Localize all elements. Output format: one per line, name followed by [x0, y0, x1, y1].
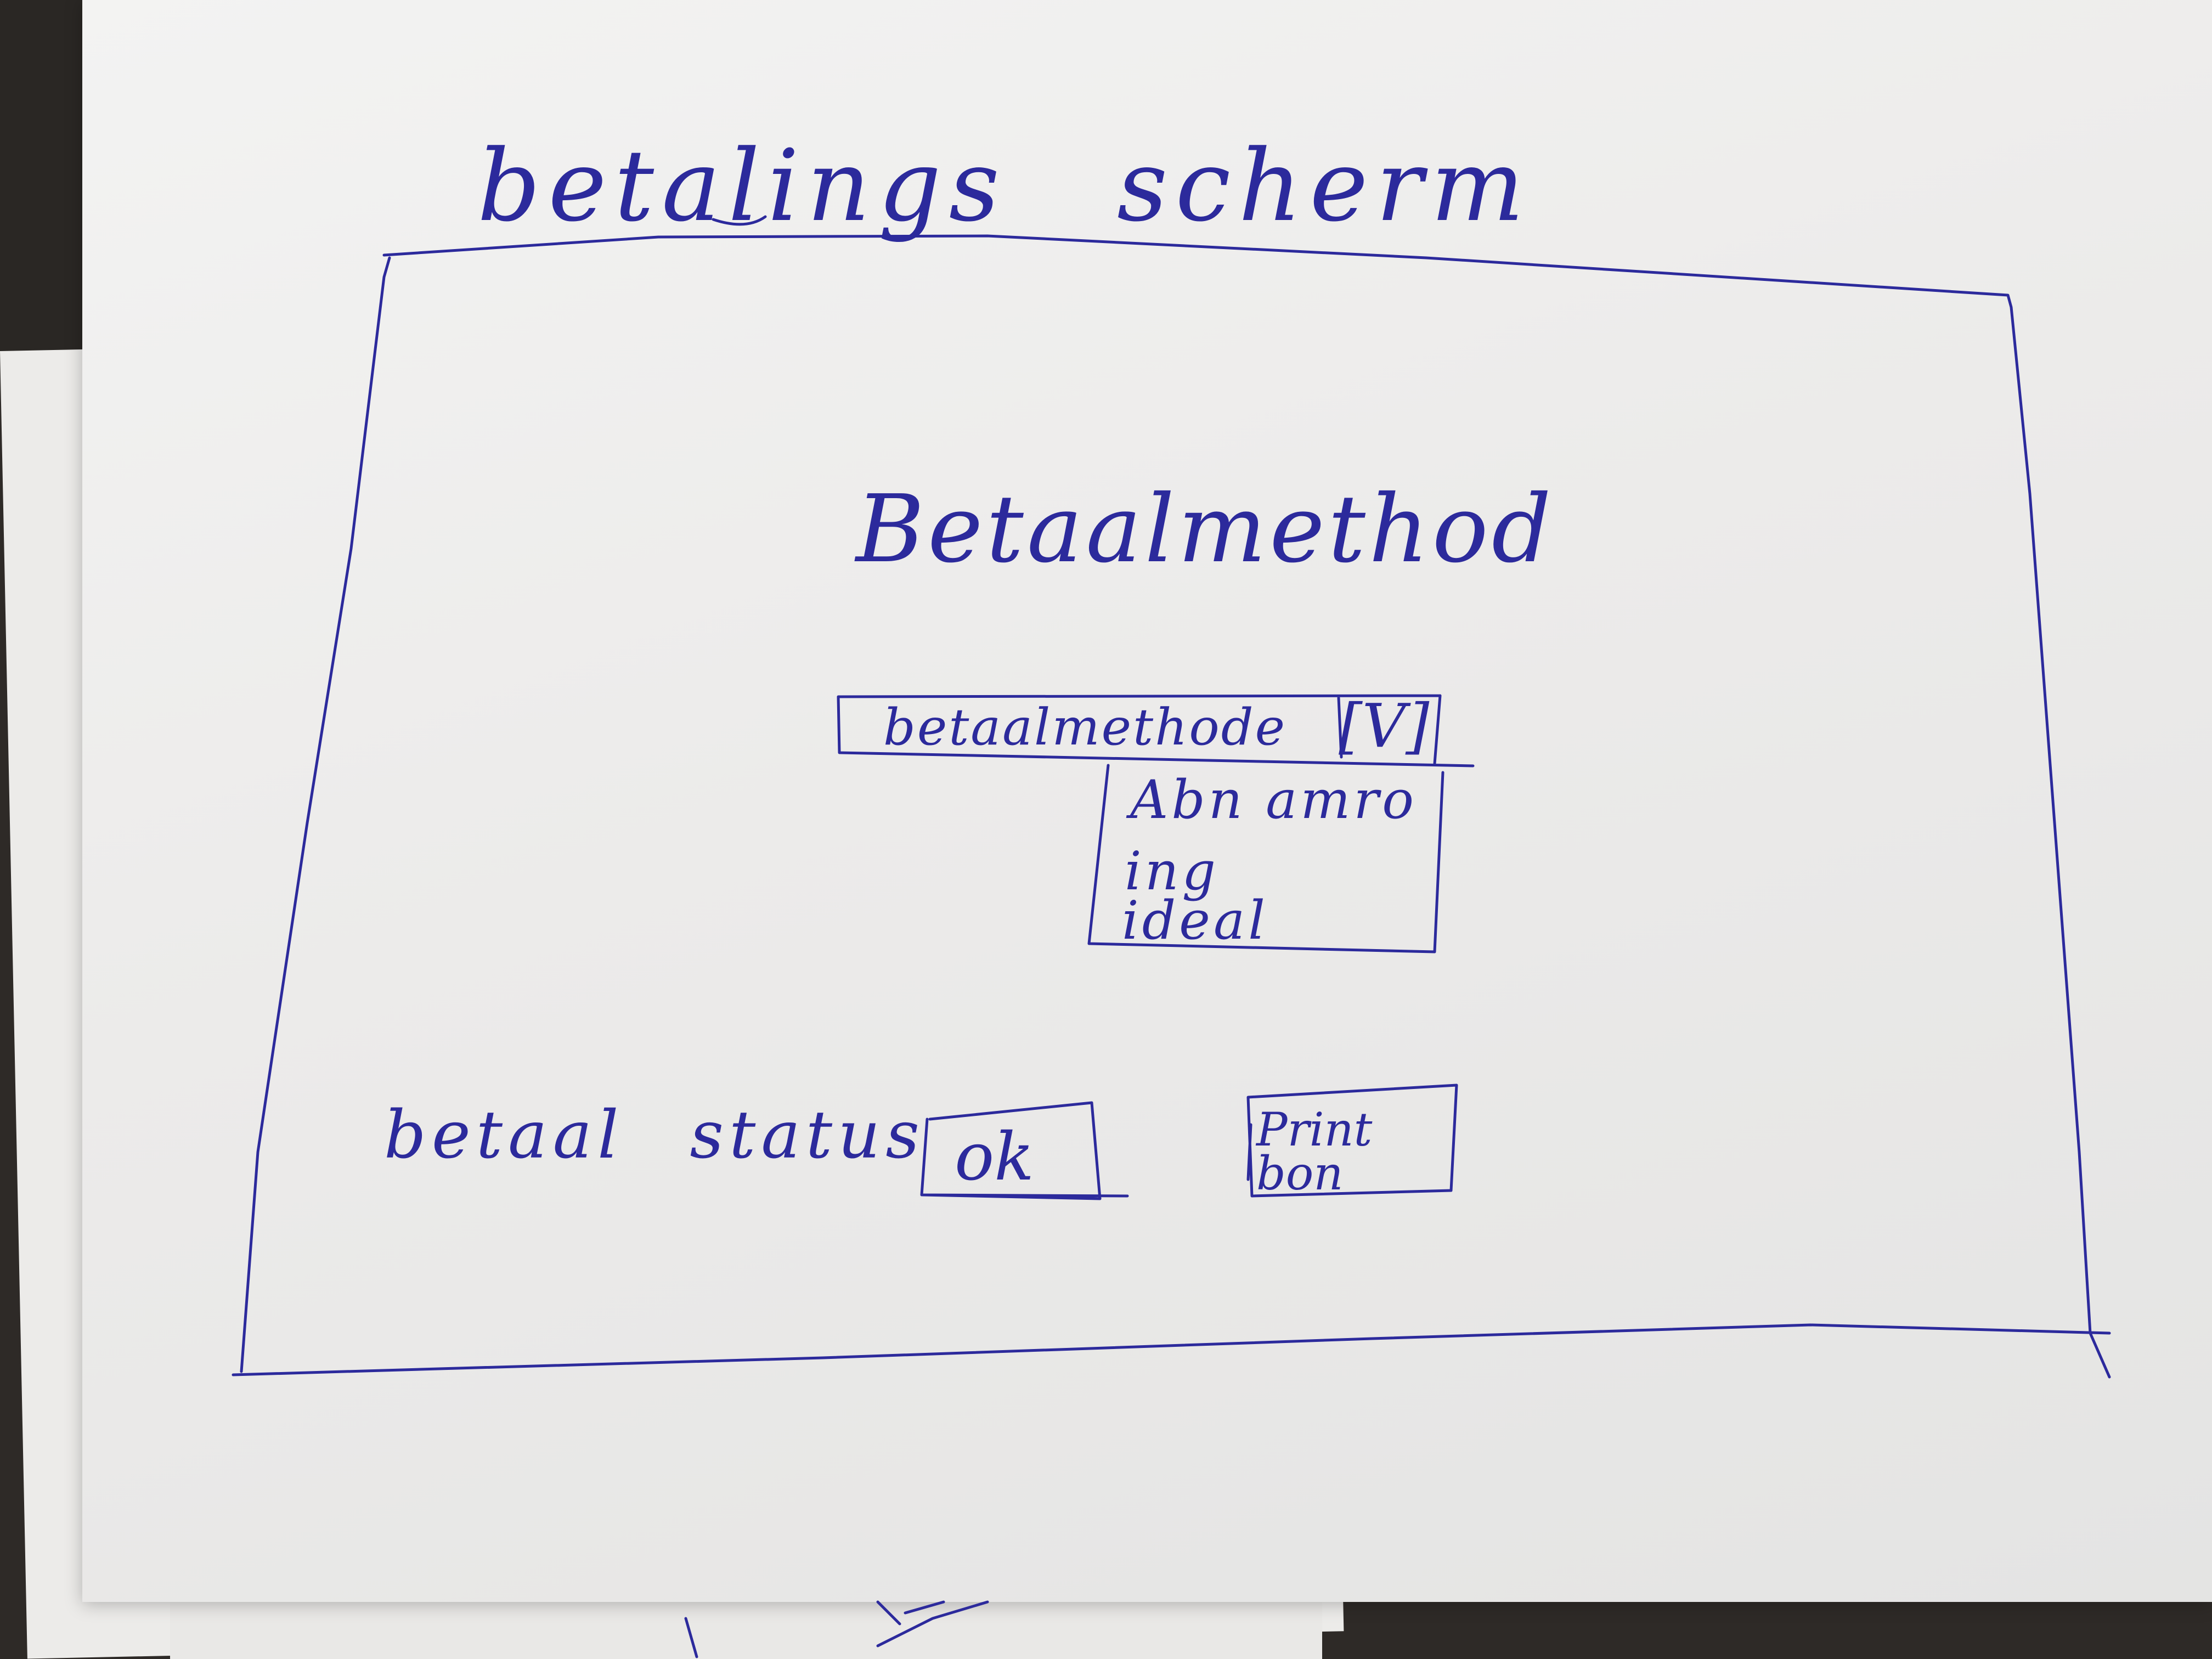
ok-button-label: ok	[955, 1119, 1034, 1195]
dropdown-option-label: ing	[1125, 840, 1219, 902]
paper-sheet	[82, 0, 2212, 1602]
back-sheet-scribble	[684, 1600, 989, 1658]
page-title-word-1: betalings	[477, 129, 1008, 244]
dropdown-toggle-button[interactable]	[1333, 692, 1443, 764]
desk-background	[0, 0, 93, 351]
print-button-label: Print bon	[1256, 1103, 1373, 1200]
dropdown-list-box	[1087, 764, 1444, 953]
dropdown-option-ing[interactable]	[1097, 834, 1432, 891]
payment-select-box	[837, 694, 1475, 768]
payment-status-label-word-1: betaal	[384, 1097, 624, 1173]
window-frame	[232, 234, 2111, 1379]
dropdown-option-label: ideal	[1122, 890, 1268, 951]
ok-button[interactable]	[927, 1103, 1103, 1201]
dropdown-option-label: Abn amro	[1130, 769, 1418, 831]
title-underline	[712, 215, 767, 226]
payment-select-value: betaalmethode	[883, 698, 1287, 757]
print-receipt-button[interactable]	[1245, 1084, 1454, 1196]
page-title-word-2: scherm	[1117, 129, 1532, 244]
dropdown-option-abn-amro[interactable]	[1097, 771, 1432, 831]
chevron-down-icon: [V]	[1339, 691, 1430, 761]
dropdown-option-ideal[interactable]	[1097, 891, 1432, 949]
ok-button-box	[920, 1101, 1129, 1200]
section-heading: Betaalmethod	[856, 475, 1555, 584]
payment-status-label-word-2: status	[690, 1097, 925, 1173]
print-button-box	[1246, 1084, 1458, 1198]
